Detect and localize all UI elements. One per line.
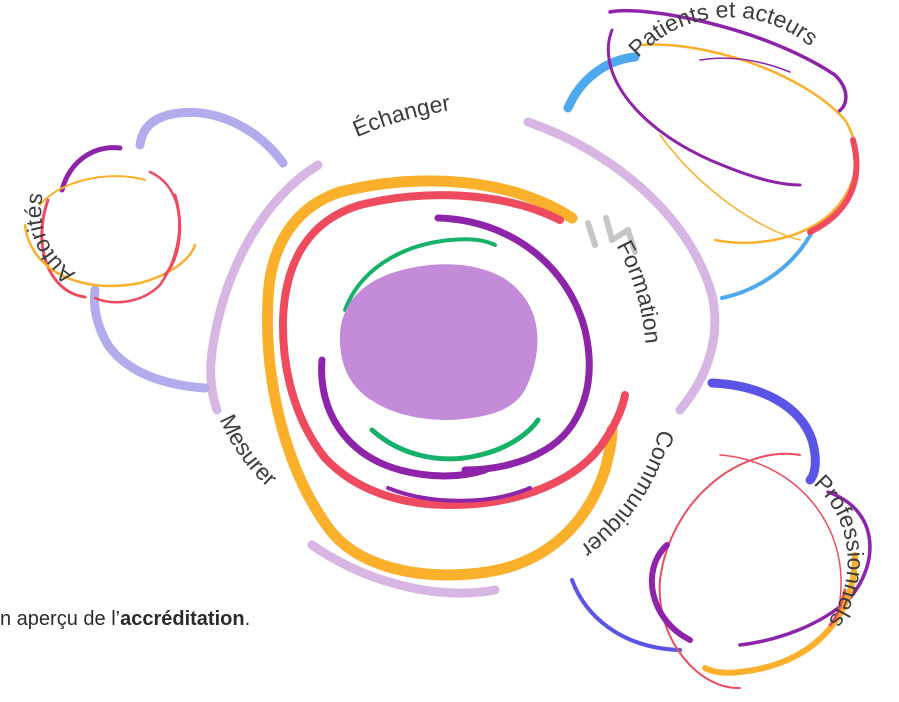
outer-ring-left-arc [206, 160, 323, 415]
purple-ring-inner [434, 214, 593, 474]
patients-connector [563, 52, 815, 300]
label-autorites: Autorités [20, 191, 79, 290]
autorites-ring-purple [59, 145, 123, 193]
purple-ring-outer [318, 356, 489, 480]
central-rings [262, 175, 629, 581]
outer-ring-right-arc [523, 117, 720, 415]
professionnels-cluster [649, 452, 872, 690]
caption: n aperçu de l’accréditation. [0, 608, 250, 631]
patients-ring-orange-thin [659, 134, 801, 241]
professionnels-connector [570, 378, 820, 652]
autorites-connector-top [135, 107, 288, 168]
prof-ring-orange [702, 552, 858, 676]
orange-ring [262, 175, 618, 581]
green-ring-bottom [369, 417, 541, 462]
professionnels-connector-bottom [570, 578, 682, 652]
patients-ring-purple-big [608, 8, 848, 114]
autorites-connector-bottom [89, 285, 210, 393]
outer-ring [206, 117, 720, 598]
red-ring [278, 191, 629, 510]
autorites-ring-red [40, 198, 87, 299]
green-ring-top [343, 237, 497, 312]
patients-ring-purple-left [606, 28, 802, 187]
patients-ring-orange [638, 43, 858, 244]
patients-connector-top [563, 52, 640, 113]
autorites-ring-red-right [93, 170, 181, 304]
autorites-ring-orange [23, 223, 197, 288]
caption-suffix: . [244, 608, 251, 630]
patients-connector-bottom [720, 228, 815, 300]
caption-prefix: n aperçu de l’ [0, 608, 121, 630]
professionnels-connector-top [707, 378, 820, 485]
patients-ring-purple-small [699, 57, 791, 73]
label-echanger: Échanger [349, 89, 452, 142]
label-mesurer: Mesurer [215, 410, 283, 491]
patients-ring-red [807, 137, 860, 235]
prof-ring-red-big [658, 452, 801, 690]
prof-ring-red-thin [719, 454, 842, 601]
purple-ring-bottom [386, 486, 532, 503]
patients-cluster [606, 8, 860, 244]
outer-ring-bottom-arc [307, 540, 500, 598]
autorites-cluster [23, 145, 197, 304]
im-marker [585, 215, 638, 255]
caption-bold-term: accréditation [120, 608, 245, 630]
autorites-connector [89, 107, 288, 393]
autorites-ring-orange-top [39, 175, 146, 206]
autorites-ring-red-small [163, 193, 182, 277]
center-blob [339, 264, 538, 420]
label-formation: Formation [612, 236, 666, 345]
prof-ring-red-short [828, 588, 847, 627]
prof-ring-purple-left [649, 542, 693, 643]
